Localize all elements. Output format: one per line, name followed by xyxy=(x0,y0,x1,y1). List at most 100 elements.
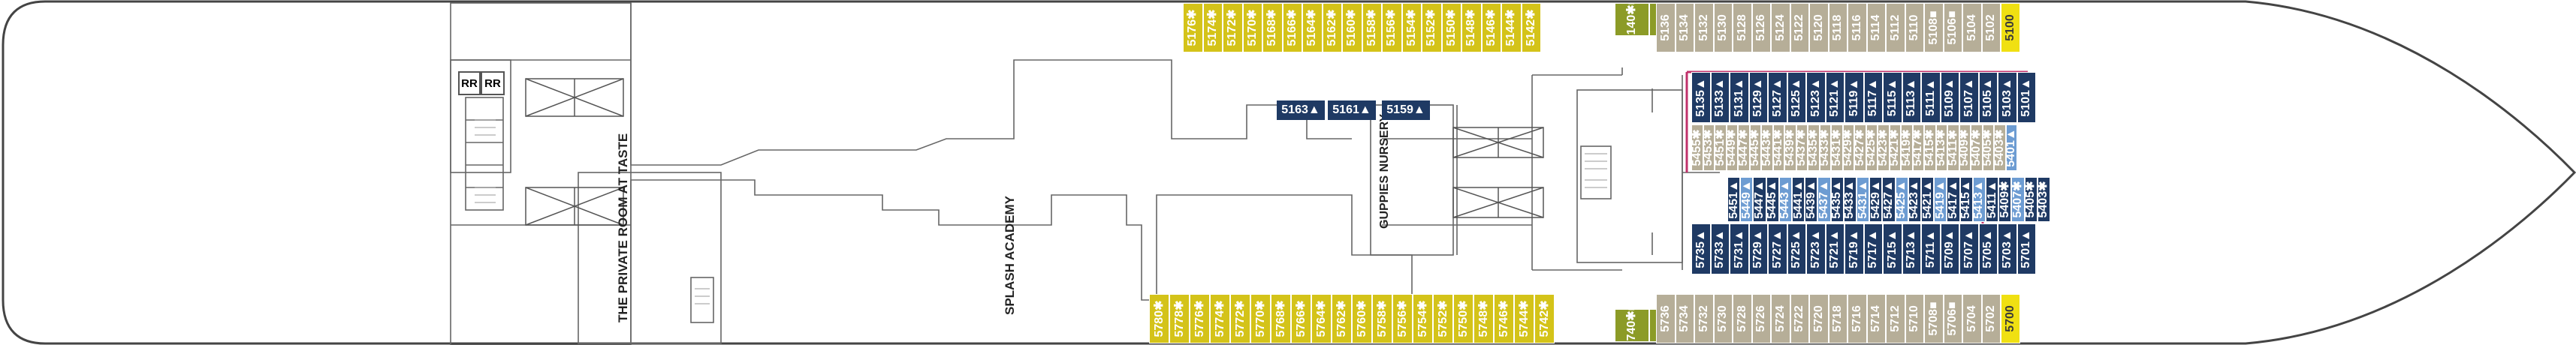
cabin[interactable]: 5425✱ xyxy=(1866,124,1878,171)
cabin[interactable]: 5131▲ xyxy=(1730,72,1749,123)
cabin[interactable]: 5158✱ xyxy=(1362,3,1382,52)
cabin[interactable]: 5725▲ xyxy=(1787,224,1806,274)
cabin[interactable]: 5704 xyxy=(1962,294,1982,344)
cabin[interactable]: 5154✱ xyxy=(1401,3,1422,52)
cabin[interactable]: 5405✱ xyxy=(1982,124,1994,171)
cabin[interactable]: 5709▲ xyxy=(1940,224,1959,274)
cabin[interactable]: 5407✱ xyxy=(2011,177,2025,222)
cabin[interactable]: 5712 xyxy=(1886,294,1905,344)
cabin[interactable]: 5415▲ xyxy=(1959,177,1973,222)
cabin[interactable]: 5445✱ xyxy=(1749,124,1761,171)
cabin[interactable]: 5717▲ xyxy=(1863,224,1883,274)
cabin[interactable]: 5750✱ xyxy=(1453,294,1474,344)
cabin[interactable]: 5768✱ xyxy=(1271,294,1291,344)
cabin[interactable]: 5144✱ xyxy=(1501,3,1522,52)
cabin[interactable]: 5766✱ xyxy=(1291,294,1311,344)
cabin[interactable]: 5403✱ xyxy=(2037,177,2050,222)
cabin[interactable]: 5127▲ xyxy=(1768,72,1787,123)
cabin[interactable]: 5164✱ xyxy=(1302,3,1323,52)
cabin[interactable]: 5118 xyxy=(1828,3,1848,52)
cabin[interactable]: 5453✱ xyxy=(1703,124,1715,171)
cabin[interactable]: 5142✱ xyxy=(1521,3,1541,52)
cabin[interactable]: 5409✱ xyxy=(1998,177,2012,222)
cabin[interactable]: 5433✱ xyxy=(1819,124,1831,171)
cabin[interactable]: 5756✱ xyxy=(1392,294,1413,344)
cabin[interactable]: 5135▲ xyxy=(1691,72,1711,123)
cabin[interactable]: 5411✱ xyxy=(1947,124,1959,171)
cabin[interactable]: 5707▲ xyxy=(1959,224,1979,274)
cabin[interactable]: 5778✱ xyxy=(1169,294,1190,344)
cabin[interactable]: 5121▲ xyxy=(1825,72,1845,123)
cabin[interactable]: 5419▲ xyxy=(1934,177,1947,222)
cabin[interactable]: 5447✱ xyxy=(1738,124,1750,171)
cabin[interactable]: 5449✱ xyxy=(1726,124,1738,171)
cabin[interactable]: 5441✱ xyxy=(1772,124,1784,171)
cabin[interactable]: 5103▲ xyxy=(1998,72,2017,123)
cabin[interactable]: 5701▲ xyxy=(2016,224,2036,274)
cabin[interactable]: 5441▲ xyxy=(1792,177,1805,222)
cabin[interactable]: 5115▲ xyxy=(1883,72,1902,123)
cabin[interactable]: 5427✱ xyxy=(1854,124,1866,171)
cabin[interactable]: 5407✱ xyxy=(1971,124,1983,171)
cabin[interactable]: 5130 xyxy=(1713,3,1733,52)
cabin[interactable]: 5742✱ xyxy=(1534,294,1555,344)
cabin[interactable]: 5162✱ xyxy=(1322,3,1342,52)
cabin[interactable]: 5401▲ xyxy=(2005,124,2017,171)
cabin[interactable]: 5723▲ xyxy=(1806,224,1826,274)
cabin[interactable]: 5706■ xyxy=(1943,294,1962,344)
cabin[interactable]: 5113▲ xyxy=(1902,72,1921,123)
cabin[interactable]: 5403✱ xyxy=(1994,124,2006,171)
cabin[interactable]: 5702 xyxy=(1981,294,2001,344)
cabin[interactable]: 5110 xyxy=(1905,3,1924,52)
cabin[interactable]: 5100 xyxy=(2001,3,2020,52)
cabin[interactable]: 5451▲ xyxy=(1727,177,1741,222)
cabin[interactable]: 5133▲ xyxy=(1710,72,1730,123)
cabin[interactable]: 5423▲ xyxy=(1908,177,1921,222)
cabin[interactable]: 5114 xyxy=(1866,3,1886,52)
cabin[interactable]: 5437▲ xyxy=(1817,177,1831,222)
cabin[interactable]: 5419✱ xyxy=(1901,124,1913,171)
cabin[interactable]: 5736 xyxy=(1656,294,1676,344)
cabin[interactable]: 5174✱ xyxy=(1202,3,1223,52)
cabin[interactable]: 5150✱ xyxy=(1441,3,1461,52)
cabin[interactable]: 5148✱ xyxy=(1461,3,1482,52)
cabin[interactable]: 5715▲ xyxy=(1883,224,1902,274)
cabin[interactable]: 5172✱ xyxy=(1223,3,1243,52)
cabin[interactable]: 5429▲ xyxy=(1869,177,1883,222)
cabin[interactable]: 5734 xyxy=(1675,294,1694,344)
cabin[interactable]: 5762✱ xyxy=(1332,294,1352,344)
cabin[interactable]: 5718 xyxy=(1828,294,1848,344)
cabin[interactable]: 5780✱ xyxy=(1149,294,1169,344)
cabin[interactable]: 5122 xyxy=(1790,3,1809,52)
cabin[interactable]: 5413✱ xyxy=(1935,124,1947,171)
cabin[interactable]: 5720 xyxy=(1809,294,1829,344)
cabin[interactable]: 5776✱ xyxy=(1190,294,1210,344)
cabin[interactable]: 5730 xyxy=(1713,294,1733,344)
cabin[interactable]: 5708■ xyxy=(1924,294,1944,344)
cabin[interactable]: 5152✱ xyxy=(1422,3,1442,52)
cabin[interactable]: 5117▲ xyxy=(1863,72,1883,123)
cabin[interactable]: 5160✱ xyxy=(1342,3,1362,52)
cabin[interactable]: 5176✱ xyxy=(1183,3,1203,52)
cabin[interactable]: 5710 xyxy=(1905,294,1924,344)
cabin[interactable]: 5443✱ xyxy=(1761,124,1773,171)
cabin[interactable]: 5156✱ xyxy=(1382,3,1402,52)
cabin[interactable]: 5447▲ xyxy=(1753,177,1766,222)
cabin[interactable]: 5120 xyxy=(1809,3,1829,52)
cabin[interactable]: 5126 xyxy=(1751,3,1771,52)
cabin[interactable]: 5431✱ xyxy=(1831,124,1843,171)
cabin[interactable]: 5429✱ xyxy=(1842,124,1854,171)
cabin[interactable]: 5411▲ xyxy=(1986,177,1999,222)
cabin[interactable]: 5111▲ xyxy=(1921,72,1941,123)
cabin[interactable]: 5754✱ xyxy=(1413,294,1433,344)
cabin[interactable]: 5703▲ xyxy=(1998,224,2017,274)
cabin[interactable]: 5431▲ xyxy=(1857,177,1870,222)
cabin[interactable]: 5415✱ xyxy=(1924,124,1936,171)
cabin[interactable]: 5425▲ xyxy=(1895,177,1908,222)
cabin[interactable]: 5711▲ xyxy=(1921,224,1941,274)
cabin[interactable]: 5134 xyxy=(1675,3,1694,52)
cabin[interactable]: 5722 xyxy=(1790,294,1809,344)
cabin[interactable]: 5731▲ xyxy=(1730,224,1749,274)
cabin[interactable]: 5116 xyxy=(1848,3,1867,52)
cabin[interactable]: 5417▲ xyxy=(1947,177,1960,222)
